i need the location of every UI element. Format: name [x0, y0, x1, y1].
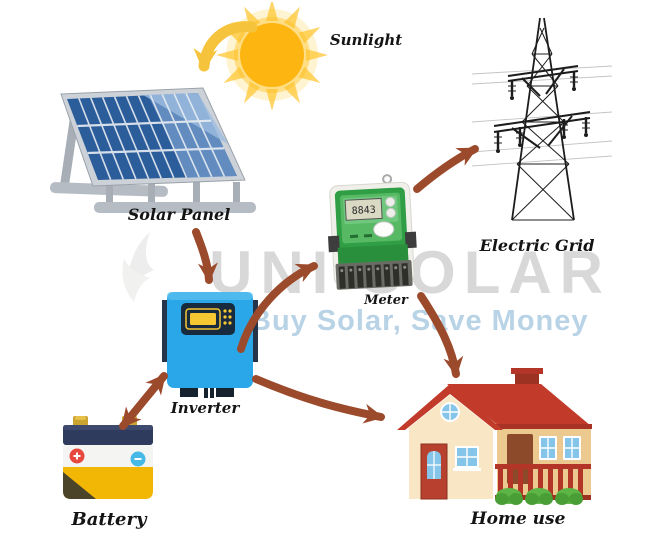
arrow-meter-to-grid	[413, 145, 479, 193]
arrow-panel-to-inverter	[192, 228, 218, 284]
label-sunlight: Sunlight	[329, 31, 403, 49]
inverter-icon	[160, 286, 260, 398]
solar-panel-icon	[48, 82, 258, 222]
meter-lcd-reading: 8843	[351, 205, 376, 217]
meter-icon: 8843	[320, 172, 422, 298]
bush-icons	[495, 488, 583, 505]
label-inverter: Inverter	[170, 399, 240, 417]
label-electric-grid: Electric Grid	[479, 236, 595, 255]
label-solar-panel: Solar Panel	[127, 205, 231, 224]
electric-grid-tower-icon	[472, 14, 612, 232]
label-home-use: Home use	[470, 509, 566, 529]
battery-icon	[60, 416, 156, 504]
label-meter: Meter	[364, 293, 408, 308]
bird-watermark-icon	[114, 228, 186, 310]
label-battery: Battery	[71, 509, 147, 530]
house-icon	[395, 368, 595, 508]
tagline-watermark: Buy Solar, Save Money	[250, 305, 589, 337]
arrow-inverter-to-house	[252, 375, 385, 424]
